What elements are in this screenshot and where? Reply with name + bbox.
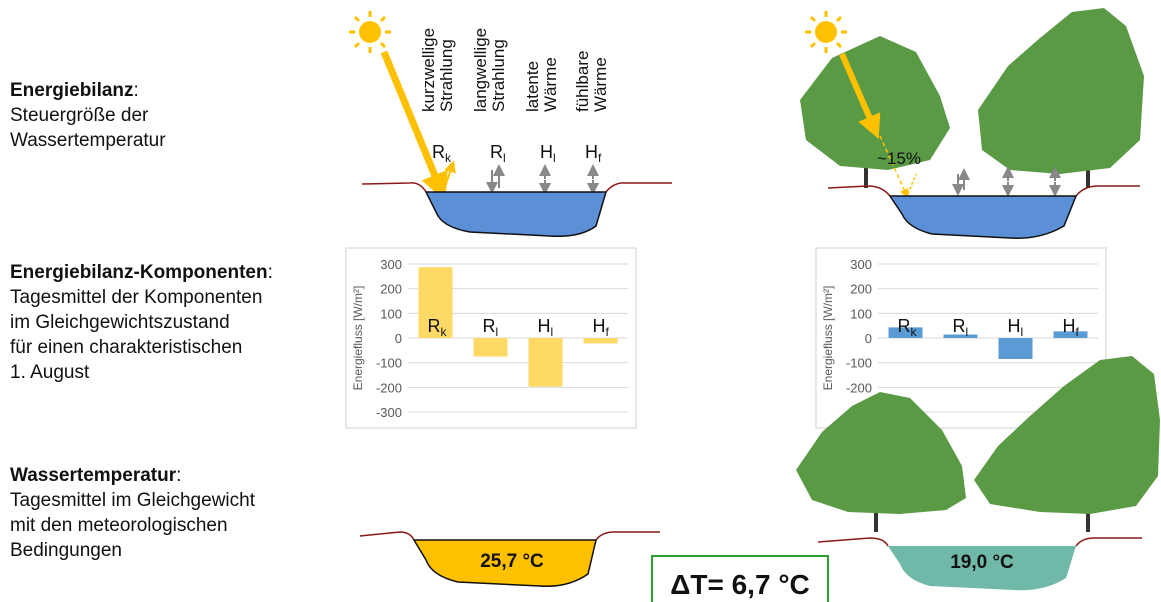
river-bank-left (827, 185, 891, 197)
colon: : (133, 80, 139, 101)
bar (473, 338, 508, 357)
header-langwellige: langwellige (471, 28, 490, 112)
shortwave-arrow (839, 52, 881, 140)
label-rl: Rl (490, 142, 506, 165)
transmitted-arrow (879, 135, 909, 199)
river-bank-right (1075, 185, 1140, 197)
header-strahlung: Strahlung (437, 39, 456, 112)
tree-icon (800, 36, 950, 188)
category-label: Rl (953, 316, 969, 339)
category-label: Hf (593, 316, 610, 339)
block-line: 1. August (10, 362, 90, 383)
shortwave-arrow (380, 50, 448, 201)
tick-label: 300 (850, 257, 872, 272)
river-bank-right (1075, 537, 1142, 547)
block-line: mit den meteorologischen (10, 515, 228, 536)
tick-label: -300 (376, 405, 402, 420)
tick-label: 100 (850, 306, 872, 321)
column-headers-left: kurzwellige Strahlung langwellige Strahl… (419, 28, 610, 112)
category-label: Hf (1063, 316, 1080, 339)
flux-arrows-right (952, 166, 1061, 197)
tree-icon (974, 356, 1160, 532)
water-body-warm (412, 539, 597, 587)
delta-box (651, 555, 829, 602)
category-label: Hl (1008, 316, 1024, 339)
header-strahlung: Strahlung (489, 39, 508, 112)
header-fuehlbare: fühlbare (573, 51, 592, 112)
river-bank-right (595, 531, 660, 541)
category-label: Rl (483, 316, 499, 339)
bar (998, 338, 1033, 359)
block-line: Steuergröße der (10, 105, 149, 126)
tick-label: 0 (395, 331, 402, 346)
block-komponenten: Energiebilanz-Komponenten: Tagesmittel d… (10, 260, 273, 385)
river-bank-right (605, 182, 672, 193)
block-title: Wassertemperatur (10, 465, 177, 486)
block-line: Tagesmittel im Gleichgewicht (10, 490, 255, 511)
water-body-right (888, 195, 1078, 239)
river-bank-left (359, 531, 415, 541)
block-line: Wassertemperatur (10, 130, 166, 151)
category-label: Hl (538, 316, 554, 339)
tree-icon (978, 8, 1144, 188)
shade-fraction-label: ~15% (877, 149, 921, 168)
tick-label: 100 (380, 306, 402, 321)
block-line: im Gleichgewichtszustand (10, 312, 230, 333)
bar (418, 267, 453, 338)
bar (583, 338, 618, 344)
label-rk: Rk (432, 142, 452, 165)
header-waerme: Wärme (541, 57, 560, 112)
tick-label: 200 (380, 282, 402, 297)
block-title: Energiebilanz (10, 80, 134, 101)
flux-arrows-left (486, 164, 599, 195)
water-body-cool (888, 546, 1076, 591)
tick-label: 0 (865, 331, 872, 346)
header-waerme: Wärme (591, 57, 610, 112)
header-kurzwellige: kurzwellige (419, 28, 438, 112)
category-label: Rk (898, 316, 918, 339)
label-hl: Hl (540, 142, 556, 165)
bar (888, 327, 923, 338)
temperature-shaded: 19,0 °C (950, 552, 1014, 573)
block-wassertemperatur: Wassertemperatur: Tagesmittel im Gleichg… (10, 463, 255, 563)
delta-label: ΔT= 6,7 °C (670, 569, 809, 600)
river-bank-left (361, 182, 427, 193)
colon: : (267, 262, 273, 283)
temperature-unshaded: 25,7 °C (480, 551, 544, 572)
sun-icon (349, 11, 391, 53)
bar (1053, 331, 1088, 338)
water-body-left (424, 191, 608, 238)
tick-label: -200 (846, 380, 872, 395)
block-line: für einen charakteristischen (10, 337, 243, 358)
block-line: Bedingungen (10, 540, 122, 561)
y-axis-label: Energiefluss [W/m²] (821, 286, 835, 391)
colon: : (176, 465, 182, 486)
tick-label: 200 (850, 282, 872, 297)
tick-label: -100 (846, 356, 872, 371)
block-energiebilanz: Energiebilanz: Steuergröße der Wassertem… (10, 78, 166, 153)
category-label: Rk (428, 316, 448, 339)
bar (528, 338, 563, 387)
sun-icon (805, 11, 847, 53)
header-latente: latente (523, 61, 542, 112)
y-axis-label: Energiefluss [W/m²] (351, 286, 365, 391)
reflected-arrow (907, 173, 917, 195)
bar (943, 334, 978, 338)
tick-label: -200 (376, 380, 402, 395)
tick-label: -100 (376, 356, 402, 371)
tick-label: 300 (380, 257, 402, 272)
river-bank-left (817, 537, 889, 547)
chart-unshaded: 300 200 100 0 -100 -200 -300 Energiefluss [W/m²… (351, 257, 628, 420)
flux-labels-left: Rk Rl Hl Hf (432, 142, 602, 165)
label-hf: Hf (585, 142, 602, 165)
tree-icon (796, 392, 966, 532)
reflected-arrow (443, 160, 456, 191)
block-line: Tagesmittel der Komponenten (10, 287, 263, 308)
block-title: Energiebilanz-Komponenten (10, 262, 268, 283)
